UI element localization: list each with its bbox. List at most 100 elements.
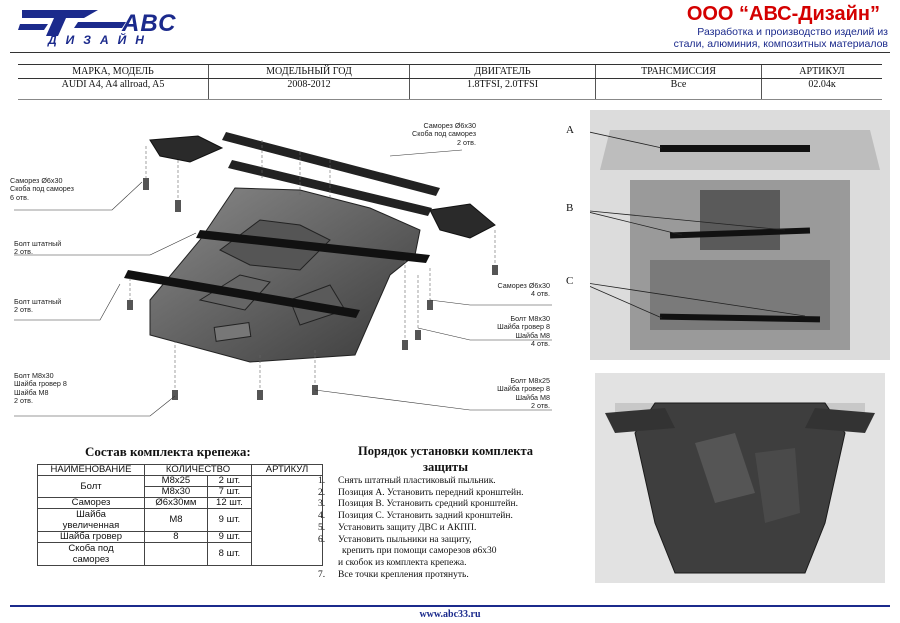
kit-article-cell (251, 475, 323, 566)
bar-top-1 (222, 132, 440, 196)
skid-plate-shape (149, 187, 421, 363)
bar-mid (196, 230, 430, 263)
photo-label-b: B (566, 202, 574, 214)
procedure-step: 4.Позиция С. Установить задний кронштейн… (318, 511, 524, 523)
step-text: Установить защиту ДВС и АКПП. (338, 522, 477, 533)
callout-line: 2 отв. (457, 137, 476, 147)
kit-bracket-line: саморез (72, 554, 110, 565)
step-text: Все точки крепления протянуть. (338, 569, 469, 580)
procedure-steps: 1. Снять штатный пластиковый пыльник. 2. П… (318, 476, 524, 581)
kit-row: Скоба под саморез 8 шт. (37, 542, 323, 566)
callout-line: Шайба M8 (515, 392, 550, 402)
kit-row: Болт M8x25 2 шт. (37, 475, 323, 566)
callout-std-bolt-2: Болт штатный 2 отв. (14, 297, 62, 315)
callout-line: Болт M8x30 (510, 314, 550, 323)
procedure-step: 5.Установить защиту ДВС и АКПП. (318, 523, 524, 535)
procedure-step: 2. Позиция А. Установить передний кронште… (318, 488, 524, 500)
callout-line: Болт штатный (14, 239, 62, 248)
logo-mark-icon (18, 10, 126, 36)
bar-low (124, 270, 360, 318)
procedure-step: 1. Снять штатный пластиковый пыльник. (318, 476, 524, 488)
spec-data-row: AUDI A4, A4 allroad, A5 2008-2012 1.8TFS… (18, 78, 882, 99)
footer-url[interactable]: www.abc33.ru (419, 609, 481, 620)
spec-year: 2008-2012 (208, 78, 410, 99)
step-number: 6. (318, 534, 326, 545)
kit-title: Состав комплекта крепежа: (85, 444, 251, 459)
kit-grover-name: Шайба гровер (37, 531, 145, 543)
callout-line: Саморез Ø6x30 (423, 121, 476, 130)
kit-grover-qty: 9 шт. (206, 531, 253, 543)
spec-header-row: МАРКА, МОДЕЛЬ МОДЕЛЬНЫЙ ГОД ДВИГАТЕЛЬ ТР… (18, 64, 882, 79)
step-text: Снять штатный пластиковый пыльник. (338, 476, 496, 486)
callout-line: Скоба под саморез (10, 184, 74, 194)
underbody-photo-brackets (579, 110, 890, 360)
step-text: Позиция В. Установить средний кронштейн. (338, 499, 518, 510)
step-number: 1. (318, 476, 326, 486)
logo-bottom-text: ДИЗАЙН (48, 33, 153, 47)
callout-line: Шайба гровер 8 (497, 384, 550, 394)
callout-line: Шайба M8 (515, 330, 550, 340)
kit-washer-qty: 9 шт. (206, 508, 253, 532)
spec-col-transmission: ТРАНСМИССИЯ (595, 64, 762, 79)
callout-line: Болт M8x25 (510, 376, 550, 385)
kit-col-article: АРТИКУЛ (251, 464, 323, 476)
step-number: 2. (318, 487, 326, 498)
step-text: Позиция С. Установить задний кронштейн. (338, 511, 513, 522)
procedure-step: и скобок из комплекта крепежа. (318, 558, 524, 570)
header-divider (10, 52, 890, 53)
callout-line: Скоба под саморез (412, 129, 476, 139)
step-text: крепить при помощи саморезов ø6x30 (342, 546, 497, 557)
company-name: ООО “АВС-Дизайн” (686, 3, 880, 25)
procedure-step: 6. Установить пыльники на защиту, (318, 535, 524, 547)
fastener-kit-table: НАИМЕНОВАНИЕ КОЛИЧЕСТВО АРТИКУЛ Болт M8x… (37, 464, 323, 566)
kit-header-row: НАИМЕНОВАНИЕ КОЛИЧЕСТВО АРТИКУЛ (37, 464, 323, 476)
spec-make: AUDI A4, A4 allroad, A5 (61, 79, 165, 90)
step-number: 7. (318, 569, 326, 580)
kit-col-name: НАИМЕНОВАНИЕ (37, 464, 145, 476)
kit-row: Шайба гровер 8 9 шт. (37, 531, 323, 543)
vehicle-spec-table: МАРКА, МОДЕЛЬ МОДЕЛЬНЫЙ ГОД ДВИГАТЕЛЬ ТР… (18, 64, 882, 99)
bracket-right (429, 203, 496, 239)
kit-col-qty: КОЛИЧЕСТВО (144, 464, 252, 476)
callout-line: Шайба M8 (14, 387, 49, 397)
step-text: Позиция А. Установить передний кронштейн… (338, 487, 524, 498)
spec-transmission: Все (595, 78, 762, 99)
step-number: 3. (318, 499, 326, 510)
kit-bolt-qty: 2 шт. (206, 475, 253, 487)
kit-bolt-size: M8x25 (144, 475, 208, 487)
installed-guard-illustration (595, 373, 885, 583)
callout-line: 2 отв. (14, 247, 33, 257)
company-tagline-2: стали, алюминия, композитных материалов (673, 38, 888, 50)
kit-bolt-name: Болт (37, 475, 145, 498)
callout-line: 6 отв. (10, 192, 29, 202)
callout-std-bolt-1: Болт штатный 2 отв. (14, 239, 62, 257)
kit-bracket-size (144, 542, 208, 566)
procedure-step: крепить при помощи саморезов ø6x30 (318, 546, 524, 558)
callout-line: 4 отв. (531, 339, 550, 349)
callout-line: Саморез Ø6x30 (10, 176, 63, 185)
photo-label-a: A (566, 124, 574, 136)
procedure-title-1: Порядок установки комплекта (357, 444, 534, 458)
callout-screw-6: Саморез Ø6x30 Скоба под саморез 6 отв. (10, 176, 74, 202)
underbody-photo-installed (595, 373, 885, 583)
brand-logo: АВС ДИЗАЙН (18, 6, 218, 47)
procedure-step: 7. Все точки крепления протянуть. (318, 570, 524, 582)
kit-bracket-qty: 8 шт. (206, 542, 253, 566)
kit-washer-name: Шайба увеличенная (37, 508, 145, 532)
callout-line: 2 отв. (14, 396, 33, 406)
callout-bolt-m8x25-2: Болт M8x25 Шайба гровер 8 Шайба M8 2 отв… (470, 376, 550, 411)
callout-line: 4 отв. (531, 289, 550, 299)
kit-screw-name: Саморез (37, 497, 145, 509)
kit-washer-line: Шайба (76, 509, 106, 520)
kit-washer-line: увеличенная (62, 520, 120, 531)
kit-row: Шайба увеличенная M8 9 шт. (37, 508, 323, 532)
kit-bracket-line: Скоба под (68, 543, 114, 554)
callout-line: Шайба гровер 8 (497, 322, 550, 332)
kit-washer-size: M8 (144, 508, 208, 532)
step-text: Установить пыльники на защиту, (338, 534, 472, 545)
kit-screw-size: Ø6x30мм (144, 497, 208, 509)
callout-line: Болт M8x30 (14, 371, 54, 380)
callout-line: Болт штатный (14, 297, 62, 306)
spec-col-article: АРТИКУЛ (761, 64, 882, 79)
spec-col-engine: ДВИГАТЕЛЬ (409, 64, 596, 79)
